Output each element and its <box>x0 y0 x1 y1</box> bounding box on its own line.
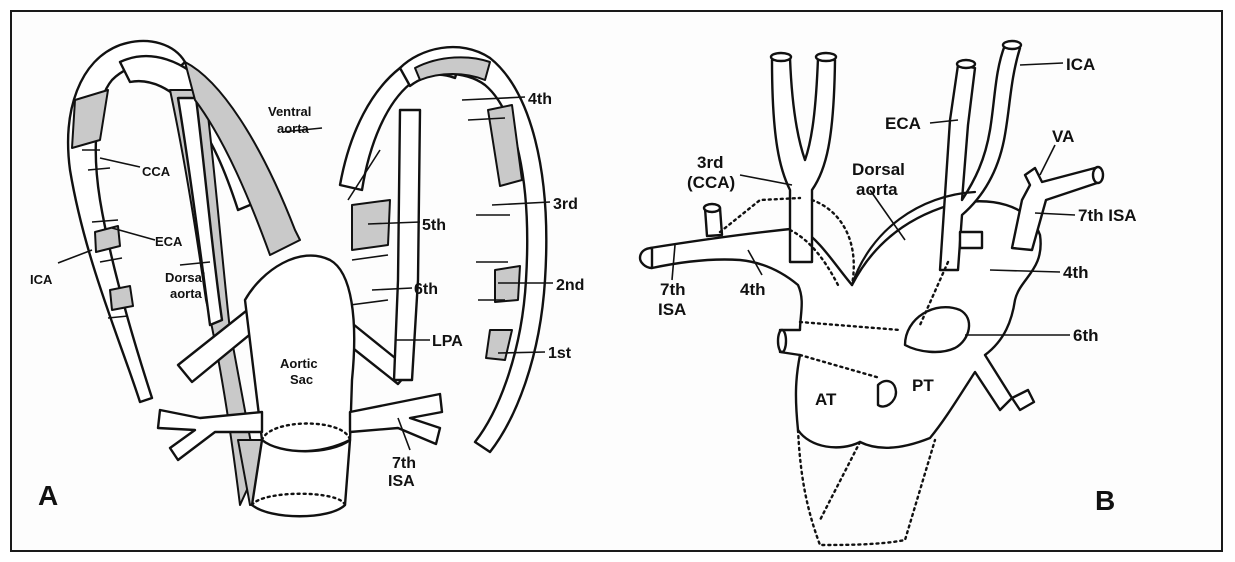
panel-b-right-carotid-cap1 <box>957 60 975 68</box>
panel-a-label-cca: CCA <box>142 164 171 179</box>
panel-a-right-shade-2 <box>495 266 520 302</box>
panel-a-left-outer-vessel <box>68 41 185 402</box>
panel-a-label-eca: ECA <box>155 234 183 249</box>
panel-b-isa-left-tube <box>640 248 652 268</box>
panel-b-left-stub-cap <box>704 204 720 212</box>
panel-b-label-pt: PT <box>912 376 934 395</box>
panel-b-label-7th-isa-left-line1: 7th <box>660 280 686 299</box>
panel-b-left-carotid-cap1 <box>771 53 791 61</box>
panel-a-right-outer-vessel <box>400 47 546 452</box>
panel-a-letter: A <box>38 480 58 511</box>
panel-a-label-7th-isa-line1: 7th <box>392 455 416 472</box>
panel-b-label-cca-line2: (CCA) <box>687 173 735 192</box>
panel-b-left-tube-cap <box>778 330 786 352</box>
panel-b-drawing <box>640 41 1103 545</box>
panel-b-right-carotid-cap2 <box>1003 41 1021 49</box>
panel-b-label-4th-left: 4th <box>740 280 766 299</box>
panel-a-label-7th-isa-line2: ISA <box>388 473 415 490</box>
panel-a-label-3rd: 3rd <box>553 196 578 213</box>
panel-b-label-ica: ICA <box>1066 55 1095 74</box>
panel-a-right-shade-4 <box>352 200 390 250</box>
panel-a-label-ventral-aorta-line1: Ventral <box>268 104 311 119</box>
panel-b-label-cca-line1: 3rd <box>697 153 723 172</box>
panel-a-label-1st: 1st <box>548 345 572 362</box>
panel-b-right-isa-cap <box>1093 167 1103 183</box>
panel-a-label-aortic-sac-line1: Aortic <box>280 356 318 371</box>
panel-b-dotted-outflow-inner <box>820 442 860 520</box>
panel-b-label-dorsal-aorta-line2: aorta <box>856 180 898 199</box>
panel-b-right-sixth-stub <box>1012 390 1034 410</box>
panel-a-label-4th: 4th <box>528 91 552 108</box>
panel-b-left-carotid-cap2 <box>816 53 836 61</box>
panel-a-label-ica: ICA <box>30 272 53 287</box>
panel-a-label-5th: 5th <box>422 217 446 234</box>
panel-a-isa-right <box>350 394 442 444</box>
panel-b-label-7th-isa-left-line2: ISA <box>658 300 686 319</box>
panel-b-label-6th: 6th <box>1073 326 1099 345</box>
panel-a-left-shade-1 <box>72 90 108 148</box>
panel-b-label-dorsal-aorta-line1: Dorsal <box>852 160 905 179</box>
panel-a-label-aortic-sac-line2: Sac <box>290 372 313 387</box>
panel-a-label-ventral-aorta-line2: aorta <box>277 121 310 136</box>
panel-b-label-va: VA <box>1052 127 1074 146</box>
panel-b-letter: B <box>1095 485 1115 516</box>
panel-b-label-7th-isa-right: 7th ISA <box>1078 206 1137 225</box>
panel-b-dotted-outflow <box>798 430 935 545</box>
panel-b-right-stub <box>960 232 982 248</box>
panel-a-label-dorsal-aorta-line2: aorta <box>170 286 203 301</box>
panel-a-left-shade-3 <box>110 286 133 310</box>
panel-a-label-lpa: LPA <box>432 333 463 350</box>
panel-a-right-shade-3 <box>486 330 512 360</box>
panel-a-label-6th: 6th <box>414 281 438 298</box>
panel-b-label-4th-right: 4th <box>1063 263 1089 282</box>
panel-a-label-2nd: 2nd <box>556 277 584 294</box>
panel-b-label-eca: ECA <box>885 114 921 133</box>
panel-a-outflow-tube <box>252 440 350 516</box>
panel-b-dotted-cca-left <box>720 198 800 232</box>
panel-b-label-at: AT <box>815 390 837 409</box>
panel-a-label-dorsal-aorta-line1: Dorsal <box>165 270 205 285</box>
